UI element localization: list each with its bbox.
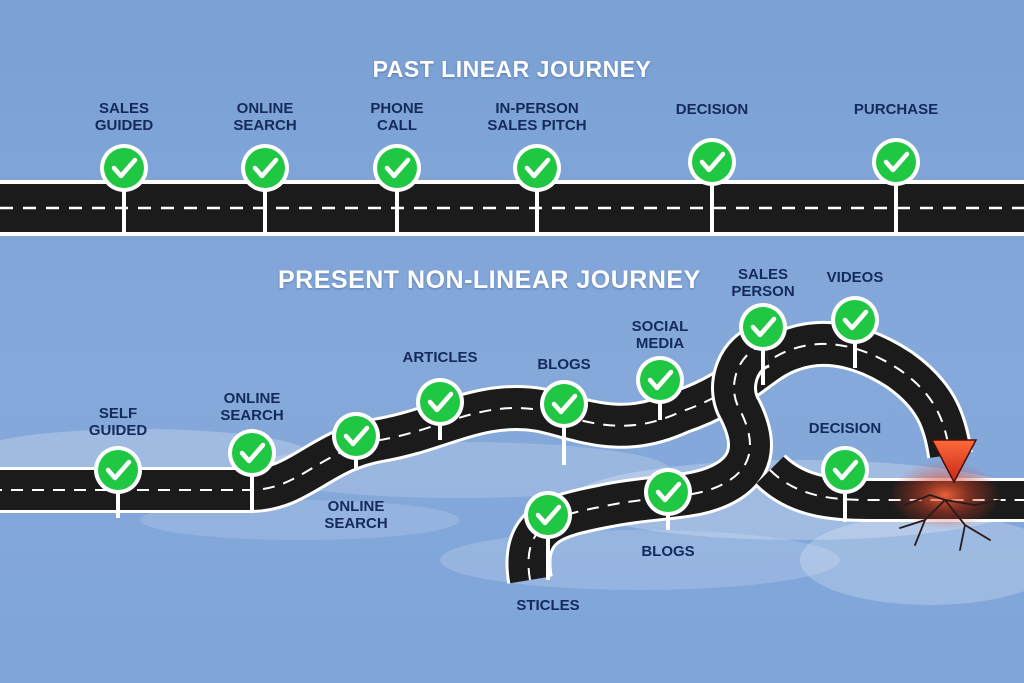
past-stop-3 <box>373 144 421 232</box>
present-stop-label: ONLINE SEARCH <box>324 498 388 532</box>
past-stop-6 <box>872 138 920 232</box>
present-stop-label: DECISION <box>808 420 882 437</box>
check-circle-icon <box>513 144 561 192</box>
present-title: PRESENT NON-LINEAR JOURNEY <box>278 266 701 294</box>
present-stop-label: SOCIAL MEDIA <box>631 318 689 352</box>
present-stop-9 <box>644 468 692 530</box>
check-circle-icon <box>100 144 148 192</box>
check-circle-icon <box>821 446 869 494</box>
check-circle-icon <box>831 296 879 344</box>
past-stop-label: IN-PERSON SALES PITCH <box>487 100 587 134</box>
present-stop-5 <box>540 380 588 465</box>
past-stop-label: PHONE CALL <box>370 100 424 134</box>
past-stop-label: SALES GUIDED <box>94 100 154 134</box>
past-stop-4 <box>513 144 561 232</box>
check-circle-icon <box>540 380 588 428</box>
present-stop-label: VIDEOS <box>826 269 884 286</box>
crack-icon <box>890 460 1001 551</box>
present-stop-label: ONLINE SEARCH <box>220 390 284 424</box>
past-stop-5 <box>688 138 736 232</box>
present-stop-label: BLOGS <box>641 543 695 560</box>
present-stop-label: SELF GUIDED <box>88 405 148 439</box>
check-circle-icon <box>332 412 380 460</box>
check-circle-icon <box>228 429 276 477</box>
check-circle-icon <box>636 356 684 404</box>
check-circle-icon <box>739 303 787 351</box>
past-title: PAST LINEAR JOURNEY <box>372 56 652 82</box>
present-stop-2 <box>228 429 276 510</box>
check-circle-icon <box>373 144 421 192</box>
check-circle-icon <box>872 138 920 186</box>
check-circle-icon <box>688 138 736 186</box>
present-stop-label: SALES PERSON <box>731 266 795 300</box>
check-circle-icon <box>94 446 142 494</box>
check-circle-icon <box>644 468 692 516</box>
past-stop-label: DECISION <box>675 101 749 118</box>
present-stop-3 <box>332 412 380 470</box>
present-stop-4 <box>416 378 464 440</box>
past-stop-label: PURCHASE <box>853 101 939 118</box>
present-stop-8 <box>831 296 879 368</box>
past-road <box>0 180 1024 236</box>
present-stop-10 <box>524 491 572 580</box>
past-stop-1 <box>100 144 148 232</box>
past-stop-2 <box>241 144 289 232</box>
check-circle-icon <box>416 378 464 426</box>
arrow-down-icon <box>930 439 978 484</box>
present-stop-7 <box>739 303 787 385</box>
stop-markers <box>94 138 920 580</box>
check-circle-icon <box>524 491 572 539</box>
present-stop-11 <box>821 446 869 522</box>
present-stop-label: BLOGS <box>537 356 591 373</box>
present-stop-1 <box>94 446 142 518</box>
past-stop-label: ONLINE SEARCH <box>233 100 297 134</box>
present-stop-label: ARTICLES <box>402 349 478 366</box>
check-circle-icon <box>241 144 289 192</box>
present-stop-label: STICLES <box>516 597 580 614</box>
present-stop-6 <box>636 356 684 420</box>
